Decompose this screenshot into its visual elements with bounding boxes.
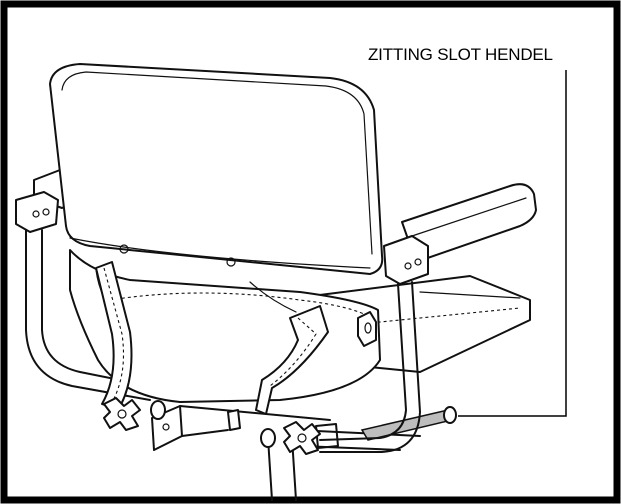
- callout-leader-line: [458, 70, 567, 417]
- seat-lock-lever-label: ZITTING SLOT HENDEL: [368, 45, 553, 64]
- seat-back: [49, 63, 384, 275]
- left-adjust-knob: [103, 397, 166, 431]
- right-adjust-knob: [260, 421, 321, 455]
- base-frame: [151, 405, 421, 451]
- right-armrest: [319, 183, 537, 453]
- back-hinge: [357, 311, 377, 347]
